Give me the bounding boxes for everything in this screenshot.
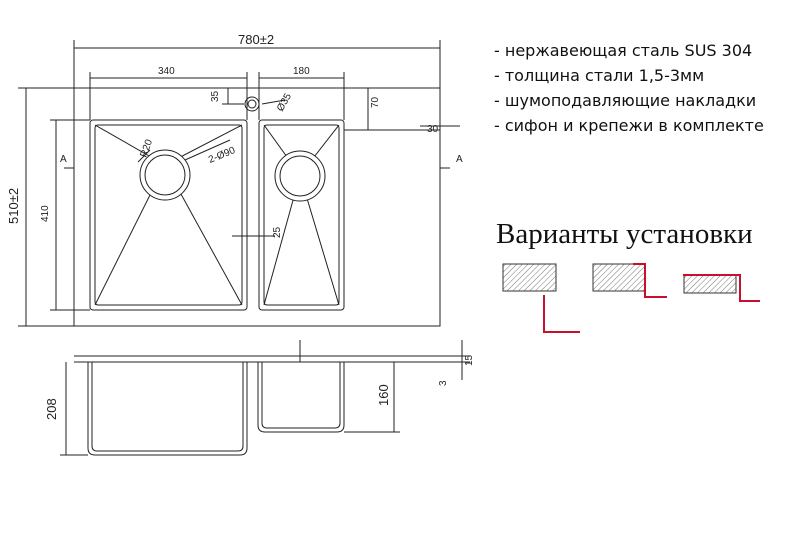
dim-tap-offset: 35 xyxy=(210,90,221,102)
install-variant-topmount xyxy=(683,274,760,302)
install-variants-title: Варианты установки xyxy=(496,218,753,250)
left-drain xyxy=(139,149,191,201)
right-bowl xyxy=(258,119,345,311)
dim-right-bowl-offset: 70 xyxy=(370,96,381,108)
left-bowl xyxy=(89,119,248,311)
spec-list: - нержавеющая сталь SUS 304 - толщина ст… xyxy=(494,38,764,138)
install-variant-undermount xyxy=(502,263,580,333)
dim-bowl-length: 410 xyxy=(40,205,51,222)
dim-deck-height: 15 xyxy=(464,354,475,366)
dim-left-bowl-width: 340 xyxy=(158,66,175,77)
dim-side-margin: 30 xyxy=(427,124,439,135)
dim-right-bowl-width: 180 xyxy=(293,66,310,77)
spec-item: - нержавеющая сталь SUS 304 xyxy=(494,41,753,60)
right-drain xyxy=(274,150,326,202)
section-marker-right: A xyxy=(456,154,463,165)
dim-main-bowl-depth: 208 xyxy=(44,398,59,420)
dim-flange-thickness: 3 xyxy=(438,380,449,386)
spec-item: - толщина стали 1,5-3мм xyxy=(494,66,705,85)
sink-outline xyxy=(73,87,441,327)
dim-bowl-gap: 25 xyxy=(272,226,283,238)
dim-small-bowl-depth: 160 xyxy=(376,384,391,406)
dim-tap-diameter: Ø35 xyxy=(275,91,294,113)
dim-overall-width: 780±2 xyxy=(238,32,274,47)
section-marker-left: A xyxy=(60,154,67,165)
spec-item: - шумоподавляющие накладки xyxy=(494,91,757,110)
dim-overall-depth: 510±2 xyxy=(6,188,21,224)
spec-item: - сифон и крепежи в комплекте xyxy=(494,116,764,135)
install-variant-flush xyxy=(592,263,667,298)
